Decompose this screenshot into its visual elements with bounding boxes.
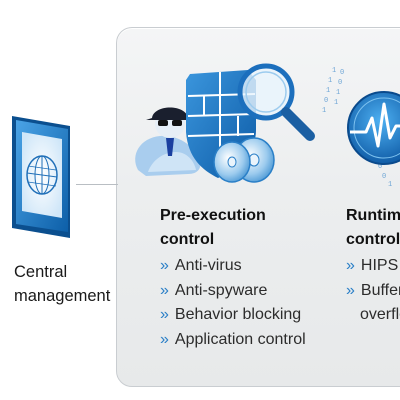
- list-item: » Anti-spyware: [160, 279, 306, 304]
- list-item-label: Anti-spyware: [174, 281, 268, 299]
- list-item-label: Application control: [174, 330, 306, 348]
- binary-digit: 1: [388, 181, 392, 189]
- binary-digit: 1: [334, 99, 338, 107]
- central-label-line2: management: [14, 287, 111, 305]
- bullet-icon: »: [346, 257, 355, 274]
- list-item: » Anti-virus: [160, 254, 306, 279]
- list-item-label: HIPS: [360, 257, 399, 274]
- list-item: overflo: [346, 303, 400, 328]
- runtime-heading-line2: control: [346, 231, 400, 248]
- monitor-icon: [12, 116, 70, 238]
- spy-icon: [135, 107, 201, 176]
- list-item: » Application control: [160, 328, 306, 353]
- bullet-icon: »: [160, 330, 169, 348]
- magnifier-icon: [237, 63, 315, 141]
- pre-execution-illustration: [135, 63, 315, 183]
- runtime-list: » HIPS » Buffer overflo: [346, 254, 400, 328]
- list-item-label: Buffer: [360, 281, 400, 299]
- runtime-heading: Runtime control: [346, 204, 400, 252]
- list-item: » HIPS: [346, 254, 400, 279]
- binary-digits: 1 0 1 0 1 1 0 1 1 0 0 1: [322, 67, 392, 189]
- list-item: » Behavior blocking: [160, 303, 306, 328]
- list-item: » Buffer: [346, 279, 400, 304]
- pre-execution-list: » Anti-virus » Anti-spyware » Behavior bloc…: [160, 254, 306, 352]
- binary-digit: 0: [338, 79, 342, 87]
- list-item-label: Anti-virus: [174, 257, 242, 274]
- binary-digit: 1: [328, 77, 332, 85]
- connector-line: [76, 184, 118, 185]
- bullet-icon: »: [160, 306, 169, 323]
- list-item-label: Behavior blocking: [174, 306, 302, 323]
- pre-execution-heading-line2: control: [160, 231, 215, 248]
- central-management-label: Central management: [14, 260, 124, 308]
- binary-digit: 1: [336, 89, 340, 97]
- runtime-heading-line1: Runtime: [346, 207, 400, 224]
- central-label-line1: Central: [14, 263, 68, 281]
- binary-digit: 0: [378, 163, 382, 171]
- disc-icon: [213, 137, 275, 183]
- binary-digit: 0: [382, 173, 386, 181]
- binary-digit: 1: [332, 67, 336, 75]
- pre-execution-heading-line1: Pre-execution: [160, 207, 266, 224]
- pulse-monitor-icon: [347, 91, 400, 165]
- list-item-label: overflo: [360, 306, 400, 323]
- binary-digit: 0: [340, 69, 344, 77]
- pre-execution-heading: Pre-execution control: [160, 204, 266, 252]
- binary-digit: 0: [324, 97, 328, 105]
- bullet-icon: »: [160, 257, 169, 274]
- runtime-illustration: 1 0 1 0 1 1 0 1 1 0 0 1: [322, 67, 400, 189]
- binary-digit: 1: [322, 107, 326, 115]
- bullet-icon: »: [160, 281, 169, 299]
- binary-digit: 1: [326, 87, 330, 95]
- bullet-icon: »: [346, 281, 355, 299]
